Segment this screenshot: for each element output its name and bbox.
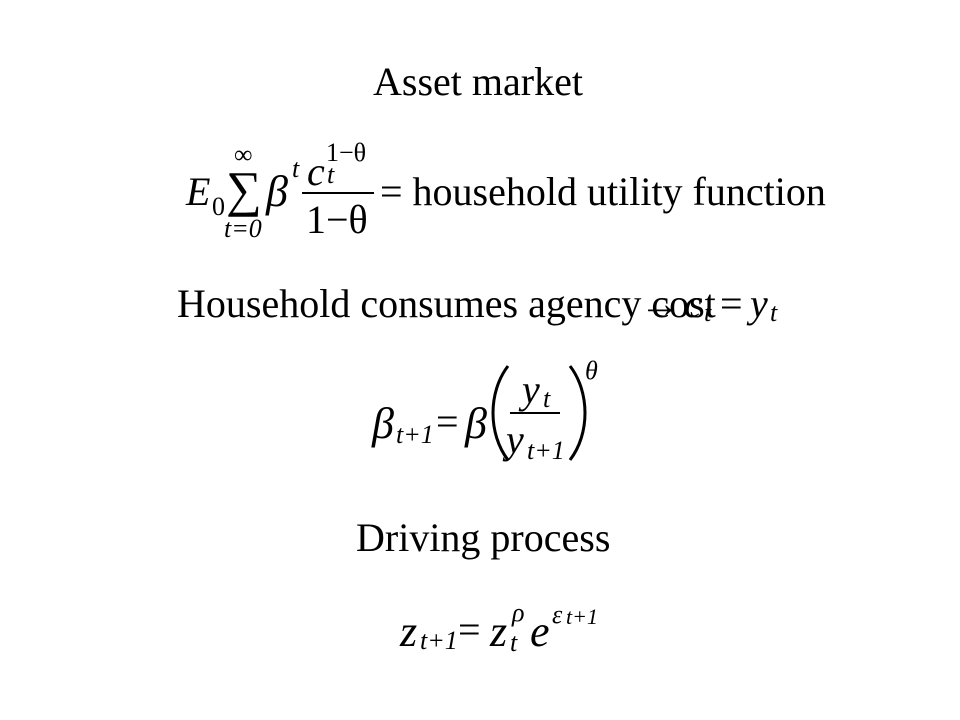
consumption-rhs-sub: t xyxy=(770,298,778,327)
denominator: 1−θ xyxy=(306,197,368,242)
utility-rhs: = household utility function xyxy=(380,169,826,214)
discount-lhs-sub: t+1 xyxy=(396,420,434,449)
consumption-equation: Household consumes agency cost → c t = y… xyxy=(0,0,960,340)
numerator-variable: c xyxy=(307,149,325,194)
process-rhs-sup: ρ xyxy=(512,598,525,627)
process-equals: = xyxy=(458,607,481,652)
beta-symbol: β xyxy=(266,167,288,216)
consumption-text: Household consumes agency cost xyxy=(177,281,716,326)
fraction-denominator-var: y xyxy=(506,417,524,462)
consumption-lhs-sub: t xyxy=(704,298,712,327)
discount-equation: β t+1 = β y t y t+1 θ xyxy=(372,356,598,465)
process-lhs-var: z xyxy=(400,607,418,656)
discount-exponent: θ xyxy=(585,356,598,385)
consumption-equals: = xyxy=(720,281,743,326)
exp-variable: ε xyxy=(552,600,563,629)
sum-lower-limit: t=0 xyxy=(224,214,262,243)
discount-equals: = xyxy=(436,399,459,444)
process-lhs-sub: t+1 xyxy=(420,626,458,655)
fraction-bar xyxy=(302,192,374,194)
numerator-subscript: t xyxy=(327,160,335,189)
fraction-numerator-var: y xyxy=(522,367,540,412)
slide-title: Asset market xyxy=(373,59,583,104)
section-subtitle: Driving process xyxy=(356,515,611,560)
sum-upper-limit: ∞ xyxy=(234,140,253,169)
numerator-superscript: 1−θ xyxy=(326,138,367,167)
process-rhs-var: z xyxy=(490,607,508,656)
process-rhs-sub: t xyxy=(510,628,518,657)
exp-subscript: t+1 xyxy=(566,604,598,629)
sum-symbol: ∑ xyxy=(226,161,262,217)
process-equation: z t+1 = z t ρ e ε t+1 xyxy=(400,598,598,657)
implies-arrow-icon: → xyxy=(640,281,680,326)
consumption-rhs-var: y xyxy=(750,281,768,326)
fraction-denominator-sub: t+1 xyxy=(527,436,565,465)
consumption-lhs-var: c xyxy=(684,281,702,326)
right-paren-icon xyxy=(568,365,587,461)
expectation-subscript: 0 xyxy=(212,192,225,221)
left-paren-icon xyxy=(491,365,510,461)
discount-rhs-beta: β xyxy=(465,399,487,448)
beta-superscript: t xyxy=(292,154,300,183)
discount-lhs-var: β xyxy=(372,399,394,448)
expectation-operator: E xyxy=(186,169,211,214)
utility-equation: E 0 ∞ ∑ t=0 β t c t 1−θ 1−θ = household … xyxy=(0,0,960,260)
exp-base: e xyxy=(530,607,550,656)
discount-fraction-bar xyxy=(510,412,560,414)
fraction-numerator-sub: t xyxy=(543,384,551,413)
